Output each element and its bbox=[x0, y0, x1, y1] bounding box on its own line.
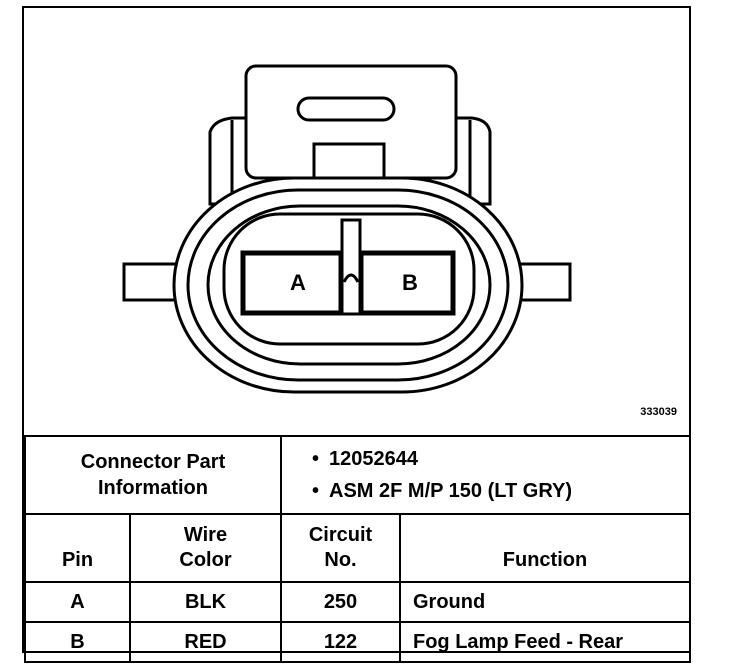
pin-cell: A bbox=[24, 581, 131, 623]
pin-b-cavity bbox=[360, 252, 454, 314]
pin-a-label: A bbox=[290, 270, 306, 295]
header-function: Function bbox=[398, 513, 692, 583]
connector-part-numbers: 12052644 ASM 2F M/P 150 (LT GRY) bbox=[279, 435, 692, 515]
circuit-cell: 122 bbox=[280, 621, 401, 663]
pin-cell: B bbox=[24, 621, 131, 663]
part-number-item: 12052644 bbox=[312, 443, 689, 475]
pin-a-cavity bbox=[242, 252, 342, 314]
connector-part-label-line1: Connector Part bbox=[80, 451, 226, 473]
header-pin: Pin bbox=[24, 513, 131, 583]
table-header-row: Pin Wire Color Circuit No. Function bbox=[24, 513, 692, 583]
diagram-frame: A B 333039 Connector Part Information 12… bbox=[22, 6, 692, 663]
table-row: B RED 122 Fog Lamp Feed - Rear bbox=[24, 621, 692, 663]
connector-part-label-line2: Information bbox=[98, 477, 208, 499]
connector-part-label: Connector Part Information bbox=[24, 435, 282, 515]
circuit-cell: 250 bbox=[280, 581, 401, 623]
left-mount-tab bbox=[122, 262, 178, 302]
part-number-item: ASM 2F M/P 150 (LT GRY) bbox=[312, 475, 689, 507]
connector-figure: A B 333039 bbox=[24, 8, 689, 435]
connector-part-row: Connector Part Information 12052644 ASM … bbox=[24, 435, 692, 515]
figure-id: 333039 bbox=[640, 406, 677, 418]
connector-drawing: A B bbox=[122, 64, 572, 394]
wire-color-cell: RED bbox=[129, 621, 282, 663]
connector-table: Connector Part Information 12052644 ASM … bbox=[24, 435, 692, 663]
wire-color-cell: BLK bbox=[129, 581, 282, 623]
latch-slot bbox=[296, 96, 396, 122]
function-cell: Ground bbox=[398, 581, 692, 623]
center-key bbox=[340, 218, 362, 316]
table-row: A BLK 250 Ground bbox=[24, 581, 692, 623]
pin-b-label: B bbox=[402, 270, 418, 295]
function-cell: Fog Lamp Feed - Rear bbox=[398, 621, 692, 663]
right-mount-tab bbox=[518, 262, 572, 302]
header-circuit-no: Circuit No. bbox=[280, 513, 401, 583]
header-wire-color: Wire Color bbox=[129, 513, 282, 583]
